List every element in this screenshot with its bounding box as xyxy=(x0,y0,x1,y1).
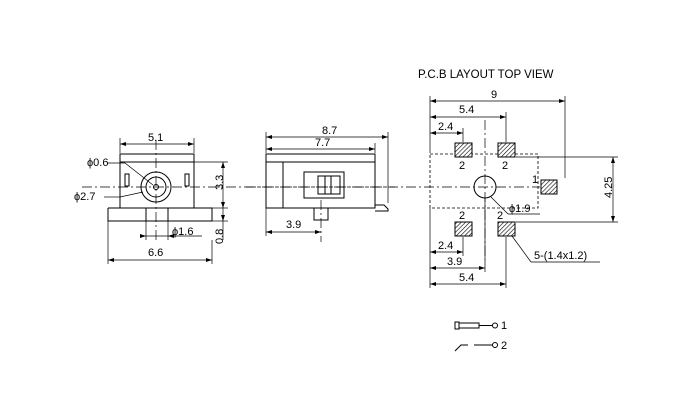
pcb-pad-top-left xyxy=(454,142,473,158)
side-rear-terminal xyxy=(375,204,389,212)
front-dim-6-6: 6.6 xyxy=(148,247,163,259)
side-dim-7-7: 7.7 xyxy=(315,137,330,149)
pcb-pin-label-2-bottom-left: 2 xyxy=(459,210,465,222)
pcb-outline xyxy=(429,153,539,209)
pcb-dim-3-9: 3.9 xyxy=(447,256,462,268)
pcb-pin-label-2-top-right: 2 xyxy=(502,160,508,172)
front-center-post xyxy=(145,207,169,222)
pcb-pad-top-right xyxy=(497,142,516,158)
pcb-pad-pin1 xyxy=(540,179,558,195)
pcb-dim-4-25: 4.25 xyxy=(603,177,615,198)
front-dim-0-8: 0.8 xyxy=(214,229,226,244)
side-internal-contact xyxy=(303,171,345,199)
pcb-dim-2-4-top: 2.4 xyxy=(438,121,453,133)
pin-legend: 1 2 xyxy=(454,320,507,352)
legend-pin2-terminal xyxy=(492,342,498,348)
pcb-pin-label-2-bottom-right: 2 xyxy=(497,210,503,222)
legend-switch-lever xyxy=(454,344,468,352)
pcb-pin-label-1: 1 xyxy=(532,174,538,186)
side-dim-3-9: 3.9 xyxy=(286,219,301,231)
front-post-dia-label: ϕ1.6 xyxy=(172,226,193,238)
pcb-hole-dia-label: ϕ1.9 xyxy=(509,203,530,215)
pcb-pad-spec-label: 5-(1.4x1.2) xyxy=(534,250,587,262)
pcb-pin-label-2-top-left: 2 xyxy=(459,160,465,172)
front-dim-3-3: 3.3 xyxy=(214,175,226,190)
legend-plug-tip xyxy=(454,321,460,330)
side-spring xyxy=(317,175,341,195)
front-hole-dia-label: ϕ2.7 xyxy=(74,191,95,203)
pcb-dim-9: 9 xyxy=(491,89,497,101)
side-dim-8-7: 8.7 xyxy=(322,125,337,137)
side-view: 8.7 7.7 3.9 xyxy=(246,125,395,242)
front-dim-5-1: 5.1 xyxy=(148,132,163,144)
pcb-pad-bottom-left xyxy=(454,221,473,237)
front-left-terminal xyxy=(124,173,130,187)
front-pin-dia-label: ϕ0.6 xyxy=(87,157,108,169)
legend-pin1-label: 1 xyxy=(501,320,507,332)
front-base-flange xyxy=(107,207,213,222)
legend-pin1-terminal xyxy=(492,322,498,329)
pcb-layout-view: P.C.B LAYOUT TOP VIEW 2 2 2 2 1 9 5.4 xyxy=(418,69,618,288)
front-right-terminal xyxy=(184,173,190,187)
front-body-top xyxy=(119,153,195,162)
pcb-dim-2-4-bottom: 2.4 xyxy=(438,240,453,252)
legend-pin2-label: 2 xyxy=(501,340,507,352)
legend-plug-body xyxy=(458,322,480,329)
pcb-dim-5-4-bottom: 5.4 xyxy=(459,272,474,284)
pcb-pad-bottom-right xyxy=(497,221,516,237)
pcb-dim-5-4-top: 5.4 xyxy=(459,104,474,116)
front-view: 5.1 ϕ0.6 ϕ2.7 3.3 0.8 ϕ1.6 6.6 xyxy=(74,132,228,264)
pcb-title: P.C.B LAYOUT TOP VIEW xyxy=(418,69,554,81)
